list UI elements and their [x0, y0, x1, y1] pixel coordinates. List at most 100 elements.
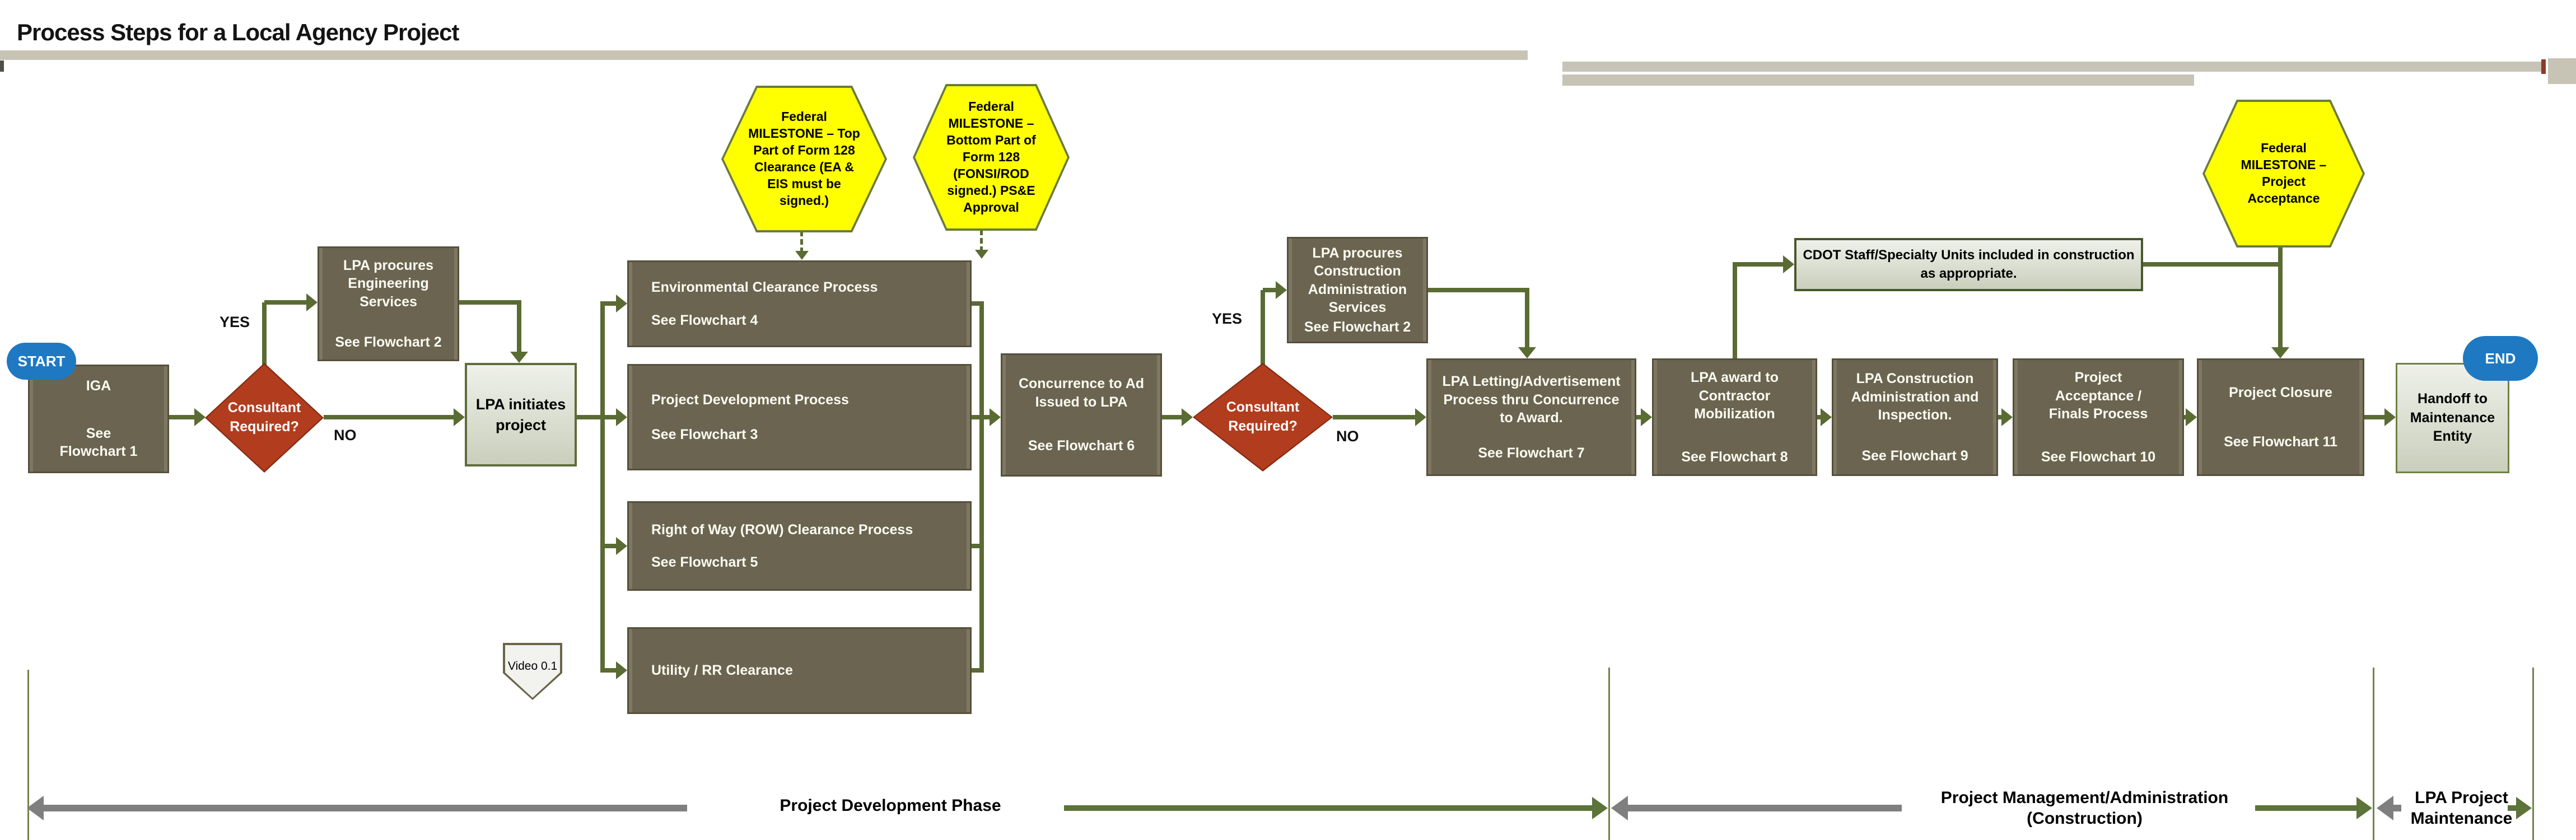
connector-line: [600, 301, 605, 673]
connector-line: [600, 544, 617, 548]
node-iga-label: IGA: [86, 378, 111, 394]
arrowhead: [510, 352, 528, 363]
connector-line: [1263, 288, 1277, 292]
node-concurrence-to-ad-sublabel: See Flowchart 6: [1028, 438, 1135, 454]
label-yes-1: YES: [220, 314, 250, 330]
decor-bar: [0, 50, 1528, 60]
node-lpa-award-sublabel: See Flowchart 8: [1681, 449, 1788, 465]
label-no-2: NO: [1336, 428, 1359, 445]
node-milestone-form128-bottom-label: Federal MILESTONE – Bottom Part of Form …: [946, 99, 1036, 214]
node-milestone-project-acceptance-label: Federal MILESTONE – Project Acceptance: [2241, 141, 2327, 206]
node-lpa-procures-construction-label: LPA procures Construction Administration…: [1308, 245, 1407, 316]
connector-line: [1162, 415, 1183, 419]
arrowhead: [2001, 408, 2013, 426]
connector-line: [1064, 805, 1593, 811]
arrowhead: [1276, 281, 1287, 299]
connector-line: [1428, 288, 1527, 292]
node-project-acceptance-sublabel: See Flowchart 10: [2041, 449, 2156, 465]
arrowhead: [2516, 797, 2532, 819]
node-lpa-letting-label: LPA Letting/Advertisement Process thru C…: [1442, 374, 1621, 426]
connector-line: [2508, 805, 2519, 811]
node-consultant-required-1-body: Consultant Required?: [207, 365, 322, 471]
arrowhead: [1518, 347, 1536, 358]
node-project-development-label: Project Development Process: [651, 391, 849, 408]
connector-line: [2184, 415, 2187, 419]
node-lpa-construction-admin-label: LPA Construction Administration and Insp…: [1851, 371, 1979, 423]
node-iga-sublabel: See Flowchart 1: [59, 425, 138, 460]
node-lpa-procures-construction-sublabel: See Flowchart 2: [1304, 319, 1411, 335]
node-milestone-project-acceptance-body: Federal MILESTONE – Project Acceptance: [2205, 102, 2363, 245]
connector-line: [324, 415, 455, 419]
node-milestone-form128-bottom-body: Federal MILESTONE – Bottom Part of Form …: [915, 86, 1067, 228]
arrowhead: [1611, 796, 1628, 820]
arrowhead: [990, 408, 1001, 426]
connector-line: [2373, 668, 2374, 840]
dashed-connector: [980, 230, 983, 252]
node-lpa-procures-construction: LPA procures Construction Administration…: [1287, 237, 1428, 343]
arrowhead: [306, 293, 318, 311]
arrowhead: [454, 408, 465, 426]
arrowhead: [616, 537, 627, 555]
connector-line: [1628, 805, 1902, 811]
phase-project-development-line: Project Development Phase: [780, 796, 1001, 815]
connector-line: [1817, 415, 1822, 419]
arrowhead: [795, 251, 809, 260]
node-project-closure-sublabel: See Flowchart 11: [2224, 434, 2337, 450]
phase-lpa-maintenance-line: LPA Project: [2415, 788, 2508, 807]
node-row-clearance-sublabel: See Flowchart 5: [651, 554, 758, 570]
node-handoff-maintenance-label: Handoff to Maintenance Entity: [2410, 390, 2495, 445]
node-video-label: Video 0.1: [507, 660, 558, 673]
node-video: Video 0.1: [503, 643, 562, 700]
arrowhead: [2356, 797, 2372, 819]
node-lpa-procures-engineering-label: LPA procures Engineering Services: [343, 257, 434, 310]
decor-bar: [2548, 58, 2576, 84]
node-start-label: START: [17, 352, 66, 370]
node-handoff-maintenance: Handoff to Maintenance Entity: [2396, 363, 2509, 473]
node-cdot-staff: CDOT Staff/Specialty Units included in c…: [1794, 238, 2143, 291]
node-iga: IGA See Flowchart 1: [28, 365, 169, 473]
node-environmental-clearance-label: Environmental Clearance Process: [651, 279, 878, 295]
node-video-body: Video 0.1: [505, 645, 560, 698]
node-consultant-required-2: Consultant Required?: [1193, 363, 1333, 472]
connector-line: [577, 415, 603, 419]
connector-line: [2143, 262, 2283, 267]
arrowhead: [2271, 347, 2289, 358]
node-consultant-required-1: Consultant Required?: [205, 363, 324, 473]
phase-project-management: Project Management/Administration(Constr…: [1915, 787, 2254, 829]
node-end: END: [2463, 336, 2538, 381]
label-no-1: NO: [334, 427, 357, 444]
arrowhead: [616, 295, 627, 312]
connector-line: [1608, 668, 1610, 840]
connector-line: [517, 300, 521, 353]
node-start: START: [7, 343, 76, 380]
connector-line: [1333, 415, 1416, 419]
node-row-clearance-label: Right of Way (ROW) Clearance Process: [651, 521, 913, 538]
arrowhead: [616, 661, 627, 679]
decor-bar: [1562, 62, 2542, 72]
node-consultant-required-2-body: Consultant Required?: [1194, 365, 1331, 470]
connector-line: [1525, 288, 1529, 347]
connector-line: [600, 301, 617, 306]
connector-line: [459, 300, 519, 305]
connector-line: [2278, 248, 2283, 348]
connector-line: [1998, 415, 2003, 419]
connector-line: [1636, 415, 1642, 419]
connector-line: [972, 301, 982, 306]
connector-line: [605, 415, 617, 419]
node-end-label: END: [2485, 349, 2516, 367]
connector-line: [27, 670, 29, 840]
connector-line: [1733, 267, 1737, 358]
connector-line: [2255, 805, 2358, 811]
arrowhead: [1783, 255, 1794, 273]
node-lpa-initiates-project-label: LPA initiates project: [475, 396, 566, 433]
phase-lpa-maintenance-line: Maintenance: [2410, 809, 2513, 828]
node-project-development-sublabel: See Flowchart 3: [651, 427, 758, 442]
